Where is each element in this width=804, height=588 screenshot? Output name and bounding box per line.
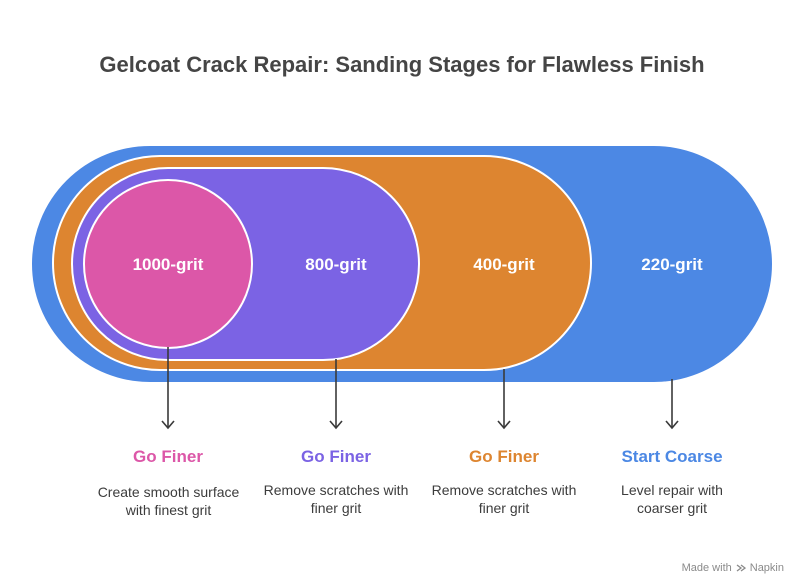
stage-heading-800: Go Finer xyxy=(301,447,371,466)
napkin-logo-icon xyxy=(736,564,746,572)
grit-label-400: 400-grit xyxy=(473,255,535,274)
stage-description-220: Level repair with coarser grit xyxy=(621,482,723,516)
stage-heading-1000: Go Finer xyxy=(133,447,203,466)
connector-arrow-1000 xyxy=(161,347,175,430)
grit-label-220: 220-grit xyxy=(641,255,703,274)
connector-arrow-800 xyxy=(329,359,343,430)
grit-label-1000: 1000-grit xyxy=(133,255,204,274)
stage-description-1000: Create smooth surface with finest grit xyxy=(97,484,240,518)
grit-label-800: 800-grit xyxy=(305,255,367,274)
stage-description-800: Remove scratches with finer grit xyxy=(263,482,409,516)
stage-description-400: Remove scratches with finer grit xyxy=(431,482,577,516)
stage-heading-400: Go Finer xyxy=(469,447,539,466)
napkin-brand-text: Napkin xyxy=(749,562,784,574)
page-title: Gelcoat Crack Repair: Sanding Stages for… xyxy=(99,52,705,77)
connector-arrow-220 xyxy=(665,379,679,430)
stage-heading-220: Start Coarse xyxy=(621,447,723,466)
napkin-footer[interactable]: Made with Napkin xyxy=(682,562,784,574)
made-with-text: Made with xyxy=(681,562,732,574)
connector-arrow-400 xyxy=(497,369,511,430)
